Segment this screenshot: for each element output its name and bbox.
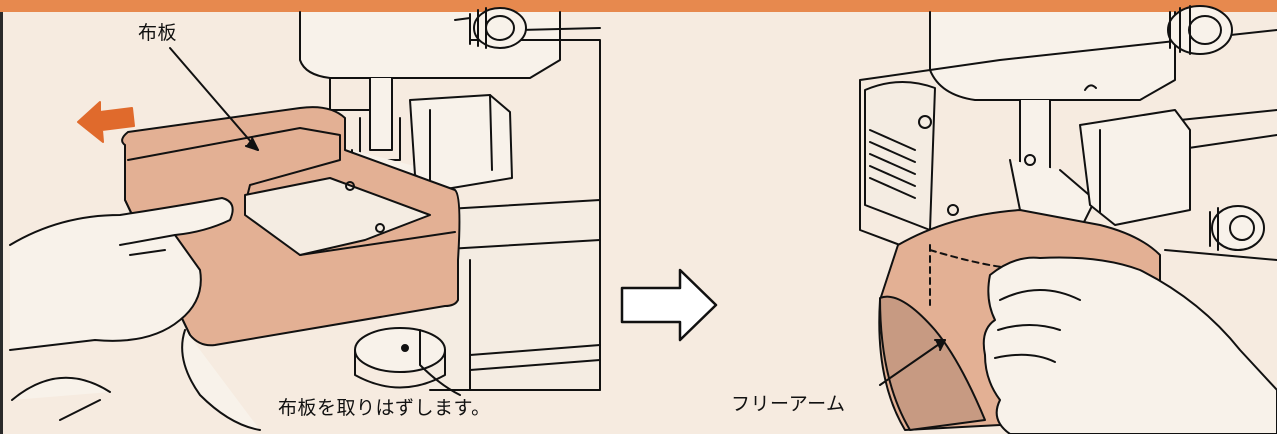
- left-border-rule: [0, 12, 3, 434]
- left-machine-illustration: [299, 7, 601, 391]
- right-machine-illustration: [859, 5, 1277, 261]
- board-label: 布板: [138, 22, 178, 44]
- knob-icon: [469, 7, 527, 49]
- right-hand-illustration: [982, 256, 1277, 434]
- left-hand-illustration: [9, 197, 261, 431]
- right-arrow-icon: [620, 268, 718, 342]
- remove-leader-line: [419, 329, 461, 396]
- board-leader-line: [169, 47, 259, 151]
- knob-icon: [1209, 205, 1265, 251]
- knob-icon: [1167, 5, 1233, 55]
- extension-board: [121, 106, 461, 347]
- free-arm-label: フリーアーム: [731, 393, 846, 415]
- remove-board-instruction: 布板を取りはずします。: [278, 397, 491, 419]
- free-arm-leader-line: [879, 339, 946, 386]
- left-arrow-icon: [77, 101, 135, 143]
- header-accent-band: [0, 0, 1277, 12]
